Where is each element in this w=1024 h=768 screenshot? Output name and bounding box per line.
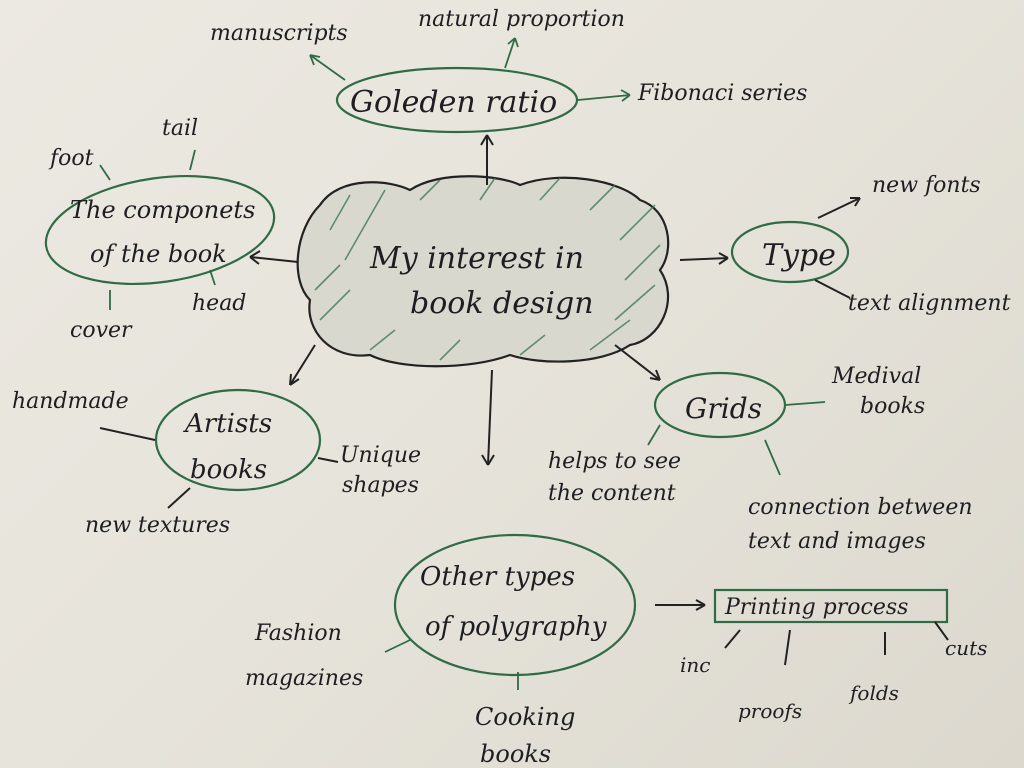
arrow	[814, 197, 861, 299]
type-label: Type	[762, 238, 836, 273]
grids-label: Grids	[685, 392, 762, 425]
node-new-textures: new textures	[85, 513, 230, 538]
node-text-alignment: text alignment	[848, 291, 1011, 316]
node-fashion: Fashion	[254, 621, 342, 646]
polygraphy-line1: Other types	[420, 562, 575, 592]
node-cuts: cuts	[945, 636, 987, 660]
node-helps-to-see: helps to see	[548, 449, 681, 474]
components-line1: The componets	[70, 196, 255, 224]
components-line2: of the book	[90, 240, 227, 268]
node-fibonacci: Fibonaci series	[637, 81, 807, 106]
node-books: books	[860, 394, 925, 419]
arrow	[480, 134, 494, 185]
artists-line1: Artists	[183, 409, 272, 439]
center-line1: My interest in	[369, 241, 584, 276]
polygraphy-ellipse	[393, 533, 637, 677]
printing-label: Printing process	[724, 595, 908, 620]
center-cloud	[296, 175, 670, 368]
artists-ellipse	[154, 388, 322, 492]
node-proofs: proofs	[738, 699, 802, 723]
arrow	[481, 369, 495, 466]
type-ellipse	[730, 220, 850, 284]
node-natural-proportion: natural proportion	[418, 7, 625, 32]
arrow	[99, 149, 216, 310]
golden-ratio-ellipse	[335, 66, 579, 134]
arrow	[679, 252, 729, 265]
center-line2: book design	[410, 286, 594, 321]
node-manuscripts: manuscripts	[210, 21, 348, 46]
node-shapes: shapes	[342, 473, 419, 498]
arrow	[249, 250, 299, 265]
arrow	[504, 37, 519, 69]
arrow	[309, 54, 346, 81]
node-the-content: the content	[548, 481, 676, 506]
node-medival: Medival	[831, 364, 921, 389]
node-unique: Unique	[340, 443, 421, 468]
node-text-and-images: text and images	[748, 529, 926, 554]
arrow	[577, 89, 631, 102]
node-folds: folds	[848, 681, 899, 705]
node-foot: foot	[48, 146, 94, 171]
components-ellipse	[44, 174, 276, 286]
node-handmade: handmade	[12, 389, 129, 414]
node-connection-between: connection between	[748, 495, 973, 520]
arrow	[614, 344, 661, 381]
node-new-fonts: new fonts	[872, 173, 981, 198]
node-cooking: Cooking	[475, 703, 575, 731]
arrow	[724, 621, 949, 666]
arrow	[655, 599, 706, 611]
artists-line2: books	[190, 455, 267, 485]
node-cover: cover	[70, 318, 133, 343]
arrow	[99, 344, 339, 509]
polygraphy-line2: of polygraphy	[425, 612, 607, 642]
arrow	[384, 639, 519, 690]
node-cooking-books: books	[480, 740, 551, 768]
node-tail: tail	[162, 116, 198, 141]
node-head: head	[192, 291, 246, 316]
golden-ratio-label: Goleden ratio	[350, 85, 557, 120]
node-magazines: magazines	[245, 666, 363, 691]
node-inc: inc	[680, 653, 710, 677]
arrow	[647, 401, 826, 476]
printing-box	[713, 588, 949, 624]
